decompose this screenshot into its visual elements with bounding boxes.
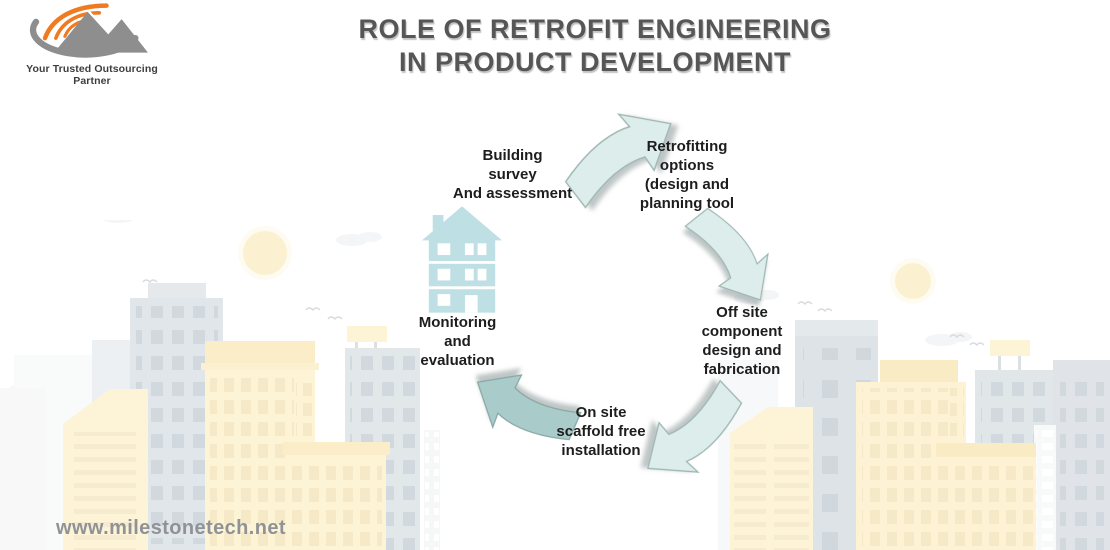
- title-line-1: ROLE OF RETROFIT ENGINEERING: [358, 14, 832, 44]
- cycle-step-monitoring-evaluation: Monitoring and evaluation: [418, 314, 497, 369]
- city-skyline-illustration: [0, 220, 1110, 550]
- page-title: ROLE OF RETROFIT ENGINEERING IN PRODUCT …: [80, 13, 1110, 79]
- cycle-step-building-survey: Building survey And assessment: [452, 147, 573, 202]
- cycle-step-offsite-fabrication: Off site component design and fabricatio…: [701, 304, 783, 378]
- title-line-2: IN PRODUCT DEVELOPMENT: [398, 47, 792, 77]
- company-logo: Your Trusted Outsourcing Partner: [12, 2, 182, 87]
- sun-icon: [890, 258, 936, 304]
- website-watermark: www.milestonetech.net: [56, 517, 286, 539]
- logo-tagline: Your Trusted Outsourcing Partner: [26, 63, 158, 87]
- cycle-step-retrofitting-options: Retrofitting options (design and plannin…: [639, 138, 735, 212]
- sun-icon: [238, 226, 292, 280]
- building-icon: [421, 206, 503, 313]
- cycle-step-onsite-installation: On site scaffold free installation: [556, 404, 646, 459]
- mountain-swoosh-logo-icon: [29, 3, 149, 58]
